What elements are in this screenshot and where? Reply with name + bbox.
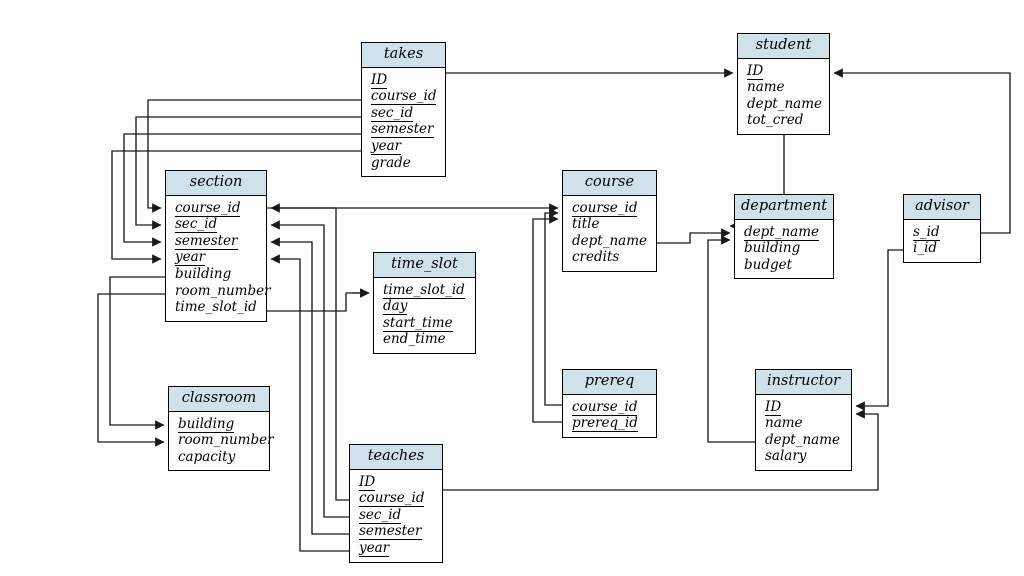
edge-prereq-courseid-course [544,208,562,406]
attribute-list-teaches: ID course_id sec_id semester year [350,470,442,562]
attribute-row: building [744,240,801,257]
table-title-department: department [735,195,833,220]
table-title-time-slot: time_slot [374,253,475,278]
table-title-takes: takes [362,43,445,68]
table-prereq[interactable]: prereq course_id prereq_id [562,369,657,438]
attribute-row: room_number [178,432,274,449]
attribute-row: dept_name [765,431,840,448]
attribute-row: time_slot_id [383,281,465,299]
attribute-list-course: course_id title dept_name credits [563,196,656,271]
edge-section-building-classroom [109,276,165,430]
attribute-row: sec_id [371,104,414,122]
attribute-row: title [572,216,600,233]
edge-teaches-secid-section [270,220,349,518]
table-takes[interactable]: takes ID course_id sec_id semester year … [361,42,446,178]
edge-advisor-iid-instructor [855,249,903,411]
attribute-row: ID [747,62,764,80]
attribute-row: salary [765,448,807,465]
attribute-list-prereq: course_id prereq_id [563,395,656,437]
attribute-row: start_time [383,314,453,332]
attribute-row: end_time [383,331,446,348]
attribute-row: day [383,298,408,316]
attribute-row: semester [359,523,422,541]
attribute-row: sec_id [359,506,402,524]
attribute-list-section: course_id sec_id semester year building … [166,196,271,321]
table-title-prereq: prereq [563,370,656,395]
table-advisor[interactable]: advisor s_id i_id [903,194,981,263]
table-classroom[interactable]: classroom building room_number capacity [168,386,274,472]
attribute-row: sec_id [175,216,218,234]
attribute-list-department: dept_name building budget [735,220,833,279]
attribute-row: course_id [359,490,425,508]
table-title-advisor: advisor [904,195,980,220]
attribute-row: ID [359,473,376,491]
attribute-row: budget [744,256,793,273]
edge-teaches-year-section [270,254,349,552]
attribute-row: ID [371,71,388,89]
table-department[interactable]: department dept_name building budget [734,194,834,280]
table-title-classroom: classroom [169,387,269,412]
attribute-row: grade [371,154,411,171]
edge-prereq-prereqid-course [532,214,562,423]
attribute-row: building [175,266,232,283]
attribute-row: course_id [371,88,437,106]
table-course[interactable]: course course_id title dept_name credits [562,170,657,273]
attribute-row: year [359,540,390,558]
attribute-row: year [175,249,206,267]
edge-teaches-semester-section [270,237,349,535]
edge-teaches-courseid-section [270,203,349,501]
attribute-row: room_number [175,282,271,299]
attribute-list-classroom: building room_number capacity [169,412,274,471]
attribute-row: credits [572,249,620,266]
attribute-row: course_id [572,199,638,217]
edge-course-deptname-department [657,228,731,244]
attribute-row: semester [371,121,434,139]
attribute-row: prereq_id [572,415,638,433]
table-title-teaches: teaches [350,445,442,470]
attribute-row: course_id [572,398,638,416]
attribute-list-takes: ID course_id sec_id semester year grade [362,68,445,177]
attribute-row: name [747,79,785,96]
attribute-row: dept_name [744,223,819,241]
table-instructor[interactable]: instructor ID name dept_name salary [755,369,852,472]
attribute-row: dept_name [747,95,822,112]
attribute-list-student: ID name dept_name tot_cred [738,59,829,134]
table-title-student: student [738,34,829,59]
table-time-slot[interactable]: time_slot time_slot_id day start_time en… [373,252,476,355]
table-title-instructor: instructor [756,370,851,395]
attribute-row: ID [765,398,782,416]
attribute-row: time_slot_id [175,299,257,316]
attribute-row: building [178,415,235,433]
attribute-row: name [765,415,803,432]
attribute-row: s_id [913,223,940,241]
attribute-row: course_id [175,199,241,217]
table-teaches[interactable]: teaches ID course_id sec_id semester yea… [349,444,443,563]
attribute-row: dept_name [572,232,647,249]
table-title-section: section [166,171,266,196]
attribute-list-time-slot: time_slot_id day start_time end_time [374,278,475,353]
attribute-row: i_id [913,240,938,257]
edge-section-roomnumber-classroom [97,293,165,447]
table-student[interactable]: student ID name dept_name tot_cred [737,33,830,136]
attribute-list-instructor: ID name dept_name salary [756,395,851,470]
attribute-row: year [371,138,402,156]
edge-section-timeslotid-timeslot [267,288,370,312]
attribute-row: tot_cred [747,112,804,129]
table-section[interactable]: section course_id sec_id semester year b… [165,170,271,322]
attribute-row: capacity [178,448,236,465]
table-title-course: course [563,171,656,196]
attribute-list-advisor: s_id i_id [904,220,980,262]
attribute-row: semester [175,232,238,250]
